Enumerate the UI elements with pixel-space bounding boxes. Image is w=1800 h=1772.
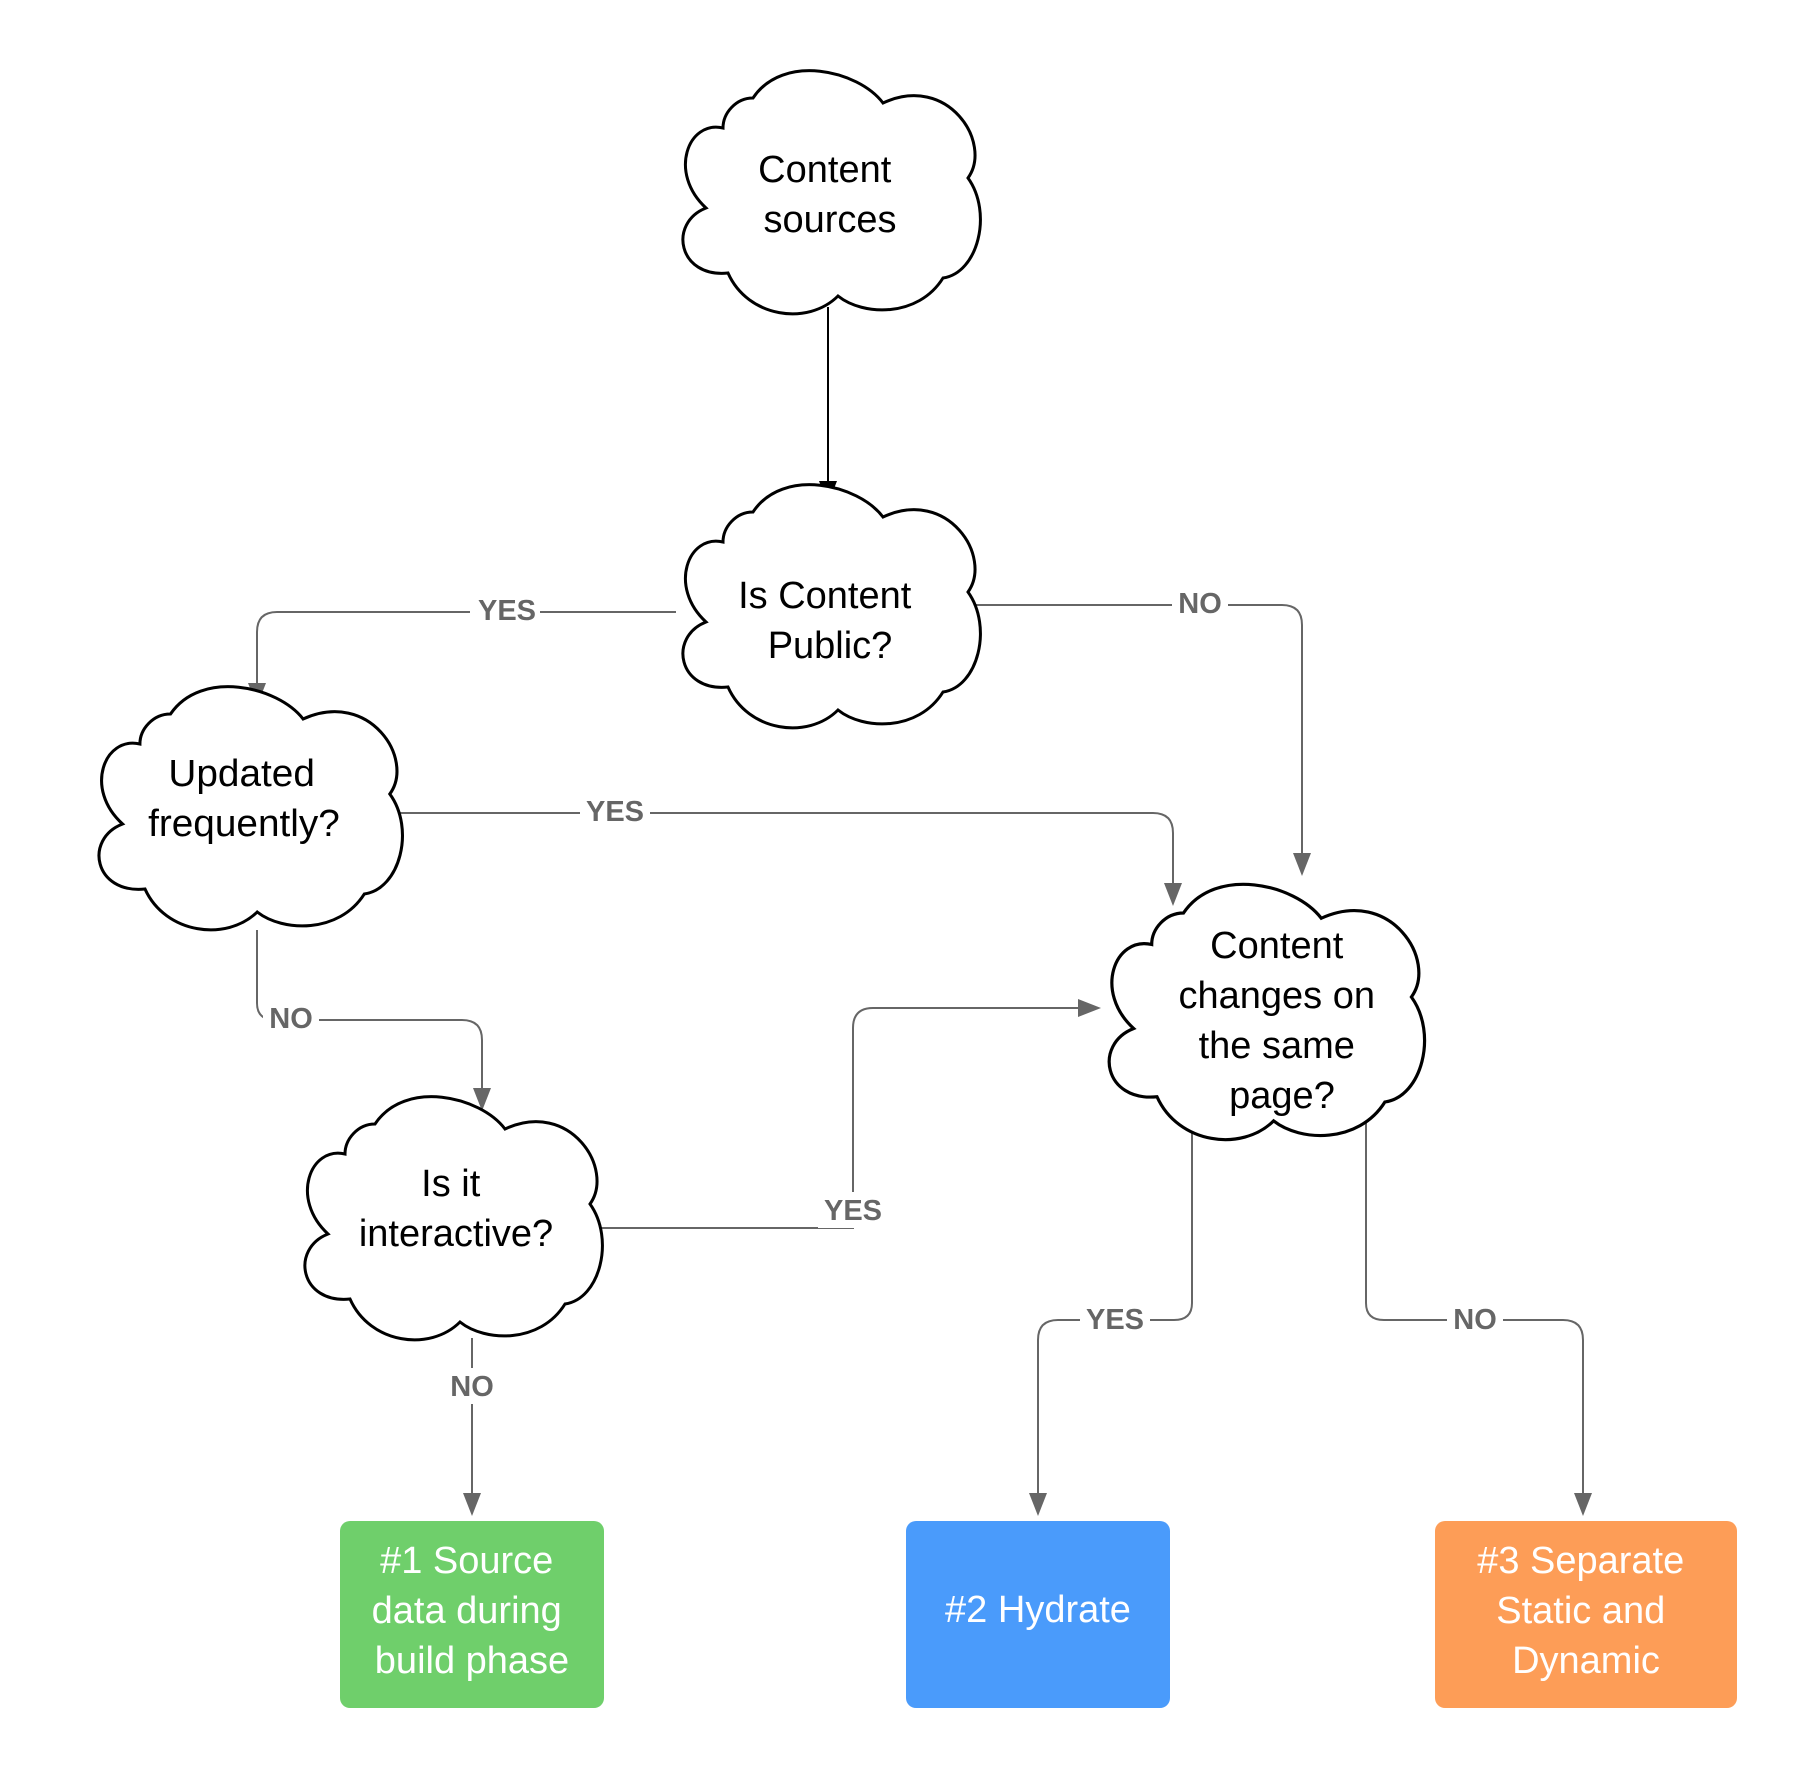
connector-updated-yes — [370, 812, 1174, 900]
arrowhead-outcome-1 — [463, 1493, 481, 1516]
arrowhead-changes-from-updated — [1164, 883, 1182, 906]
edge-label-changes-no: NO — [1453, 1304, 1497, 1336]
node-line: the same — [1199, 1025, 1355, 1067]
node-is-content-public: Is Content Public? — [681, 483, 982, 730]
cloud-shape — [681, 69, 982, 316]
arrowhead-changes-from-interactive — [1078, 999, 1101, 1017]
node-line: page? — [1229, 1075, 1335, 1117]
node-line: Content — [1210, 925, 1344, 967]
node-is-it-interactive: Is it interactive? — [303, 1095, 604, 1342]
outcome-box — [340, 1521, 604, 1708]
node-label: Updated frequently? — [148, 752, 340, 845]
outcome-hydrate: #2 Hydrate — [906, 1521, 1170, 1708]
node-content-sources: Content sources — [681, 69, 982, 316]
node-line: interactive? — [359, 1213, 553, 1255]
node-line: changes on — [1178, 975, 1375, 1017]
outcome-line: #1 Source — [380, 1540, 553, 1582]
connector-updated-no — [256, 930, 483, 1105]
arrowhead-outcome-3 — [1574, 1493, 1592, 1516]
label-bg-changes-yes — [1080, 1301, 1150, 1337]
edge-label-changes-yes: YES — [1086, 1304, 1144, 1336]
node-line: Is Content — [738, 575, 912, 617]
outcome-line: data during — [372, 1590, 562, 1632]
connector-public-no — [975, 604, 1303, 870]
label-bg-interactive-yes — [818, 1192, 888, 1228]
arrowhead-changes-from-public — [1293, 853, 1311, 876]
label-bg-changes-no — [1447, 1301, 1503, 1337]
label-bg-interactive-no — [444, 1368, 500, 1404]
node-line: Content — [758, 149, 892, 191]
label-bg-updated-no — [263, 1000, 319, 1036]
edge-label-interactive-no: NO — [450, 1371, 494, 1403]
outcome-source-build: #1 Source data during build phase — [340, 1521, 604, 1708]
node-line: sources — [763, 199, 896, 241]
outcome-label: #3 Separate Static and Dynamic — [1477, 1540, 1695, 1682]
arrowhead-interactive — [473, 1088, 491, 1111]
node-label: Is it interactive? — [359, 1163, 553, 1255]
outcome-separate: #3 Separate Static and Dynamic — [1435, 1521, 1737, 1708]
outcome-line: Static and — [1496, 1590, 1665, 1632]
outcome-label: #2 Hydrate — [945, 1589, 1131, 1631]
outcome-line: #3 Separate — [1477, 1540, 1684, 1582]
node-line: Updated — [168, 752, 315, 795]
label-bg-updated-yes — [580, 793, 650, 829]
edge-label-updated-no: NO — [269, 1003, 313, 1035]
label-bg-public-yes — [470, 593, 540, 629]
edge-label-public-no: NO — [1178, 588, 1222, 620]
edge-label-updated-yes: YES — [586, 796, 644, 828]
edge-label-interactive-yes: YES — [824, 1195, 882, 1227]
node-line: Is it — [421, 1163, 481, 1205]
node-line: Public? — [768, 625, 893, 667]
outcome-line: #2 Hydrate — [945, 1589, 1131, 1631]
label-bg-public-no — [1172, 586, 1228, 622]
outcome-label: #1 Source data during build phase — [372, 1540, 573, 1682]
outcome-box — [1435, 1521, 1737, 1708]
node-label: Is Content Public? — [738, 575, 922, 667]
edge-labels: YES NO YES NO YES NO YES NO — [263, 586, 1503, 1404]
edge-label-public-yes: YES — [478, 595, 536, 627]
node-label-content-changes: Content changes on the same page? — [1178, 925, 1385, 1117]
connector-interactive-yes — [593, 1007, 1095, 1229]
connector-public-yes — [256, 611, 676, 700]
outcome-box — [906, 1521, 1170, 1708]
node-label: Content sources — [758, 149, 902, 241]
outcome-line: build phase — [375, 1640, 569, 1682]
connectors — [248, 307, 1592, 1516]
node-updated-frequently: Updated frequently? — [97, 685, 404, 932]
node-line: frequently? — [148, 802, 340, 845]
outcome-line: Dynamic — [1512, 1640, 1660, 1682]
arrowhead-outcome-2 — [1029, 1493, 1047, 1516]
